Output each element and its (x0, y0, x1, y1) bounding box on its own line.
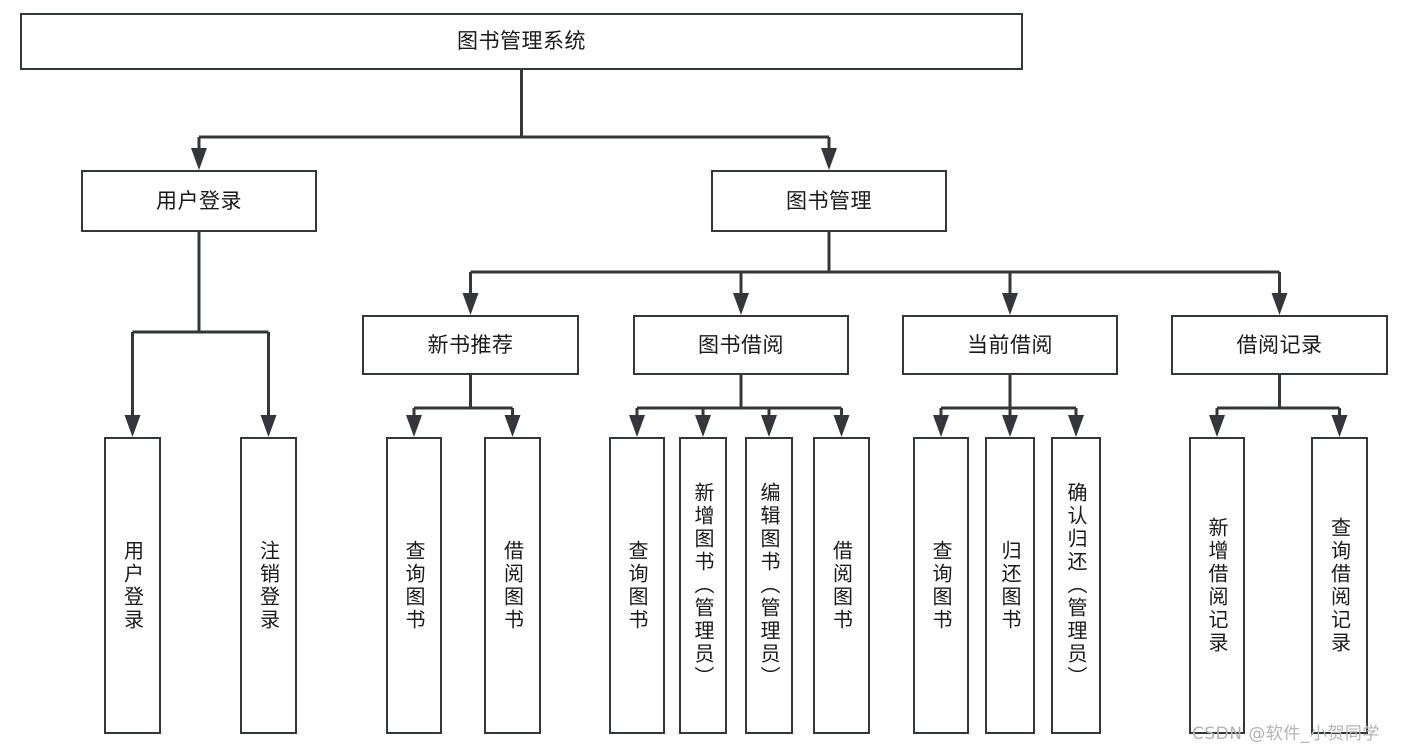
arrowhead-icon (1068, 415, 1084, 437)
node-leaf_7[interactable]: 借阅图书 (813, 437, 870, 734)
node-label: 查询图书 (929, 539, 953, 632)
node-label: 查询图书 (625, 539, 649, 632)
node-leaf_3[interactable]: 借阅图书 (484, 437, 541, 734)
arrowhead-icon (833, 415, 850, 437)
node-label: 新书推荐 (427, 332, 514, 357)
arrowhead-icon (191, 148, 207, 170)
arrowhead-icon (733, 293, 749, 315)
node-label: 编辑图书（管理员） (757, 482, 781, 689)
arrowhead-icon (629, 415, 645, 437)
node-leaf_8[interactable]: 查询图书 (913, 437, 969, 734)
node-label: 归还图书 (998, 539, 1022, 632)
node-leaf_0[interactable]: 用户登录 (104, 437, 161, 734)
node-label: 注销登录 (256, 539, 281, 632)
arrowhead-icon (504, 415, 521, 437)
arrowhead-icon (1209, 415, 1225, 437)
arrowhead-icon (462, 293, 479, 315)
node-label: 查询借阅记录 (1327, 516, 1352, 655)
node-leaf_11[interactable]: 新增借阅记录 (1189, 437, 1245, 734)
node-label: 用户登录 (120, 539, 145, 632)
node-l1_0[interactable]: 用户登录 (81, 170, 317, 232)
arrowhead-icon (821, 148, 837, 170)
arrowhead-icon (260, 415, 277, 437)
node-leaf_1[interactable]: 注销登录 (240, 437, 297, 734)
arrowhead-icon (695, 415, 711, 437)
arrowhead-icon (124, 415, 141, 437)
arrowhead-icon (406, 415, 422, 437)
node-label: 图书管理系统 (457, 29, 586, 54)
node-leaf_4[interactable]: 查询图书 (609, 437, 665, 734)
arrowhead-icon (761, 415, 777, 437)
node-leaf_12[interactable]: 查询借阅记录 (1311, 437, 1368, 734)
node-label: 确认归还（管理员） (1064, 482, 1088, 689)
node-leaf_2[interactable]: 查询图书 (386, 437, 442, 734)
node-label: 新增图书（管理员） (691, 482, 715, 689)
node-label: 借阅记录 (1236, 332, 1323, 357)
node-leaf_10[interactable]: 确认归还（管理员） (1051, 437, 1101, 734)
arrowhead-icon (1002, 293, 1018, 315)
node-label: 用户登录 (156, 188, 242, 213)
node-leaf_6[interactable]: 编辑图书（管理员） (745, 437, 793, 734)
arrowhead-icon (1002, 415, 1018, 437)
node-label: 查询图书 (402, 539, 426, 632)
node-l2_2[interactable]: 当前借阅 (902, 315, 1118, 375)
node-label: 图书管理 (786, 188, 872, 213)
node-label: 借阅图书 (829, 539, 854, 632)
arrowhead-icon (1331, 415, 1348, 437)
node-label: 新增借阅记录 (1205, 516, 1229, 655)
node-leaf_9[interactable]: 归还图书 (985, 437, 1035, 734)
node-root[interactable]: 图书管理系统 (20, 13, 1023, 70)
arrowhead-icon (933, 415, 949, 437)
node-label: 当前借阅 (967, 332, 1053, 357)
node-l1_1[interactable]: 图书管理 (711, 170, 947, 232)
node-l2_0[interactable]: 新书推荐 (362, 315, 579, 375)
node-leaf_5[interactable]: 新增图书（管理员） (679, 437, 727, 734)
node-label: 图书借阅 (698, 332, 784, 357)
arrowhead-icon (1271, 293, 1288, 315)
node-label: 借阅图书 (500, 539, 525, 632)
node-l2_1[interactable]: 图书借阅 (633, 315, 849, 375)
node-l2_3[interactable]: 借阅记录 (1171, 315, 1388, 375)
